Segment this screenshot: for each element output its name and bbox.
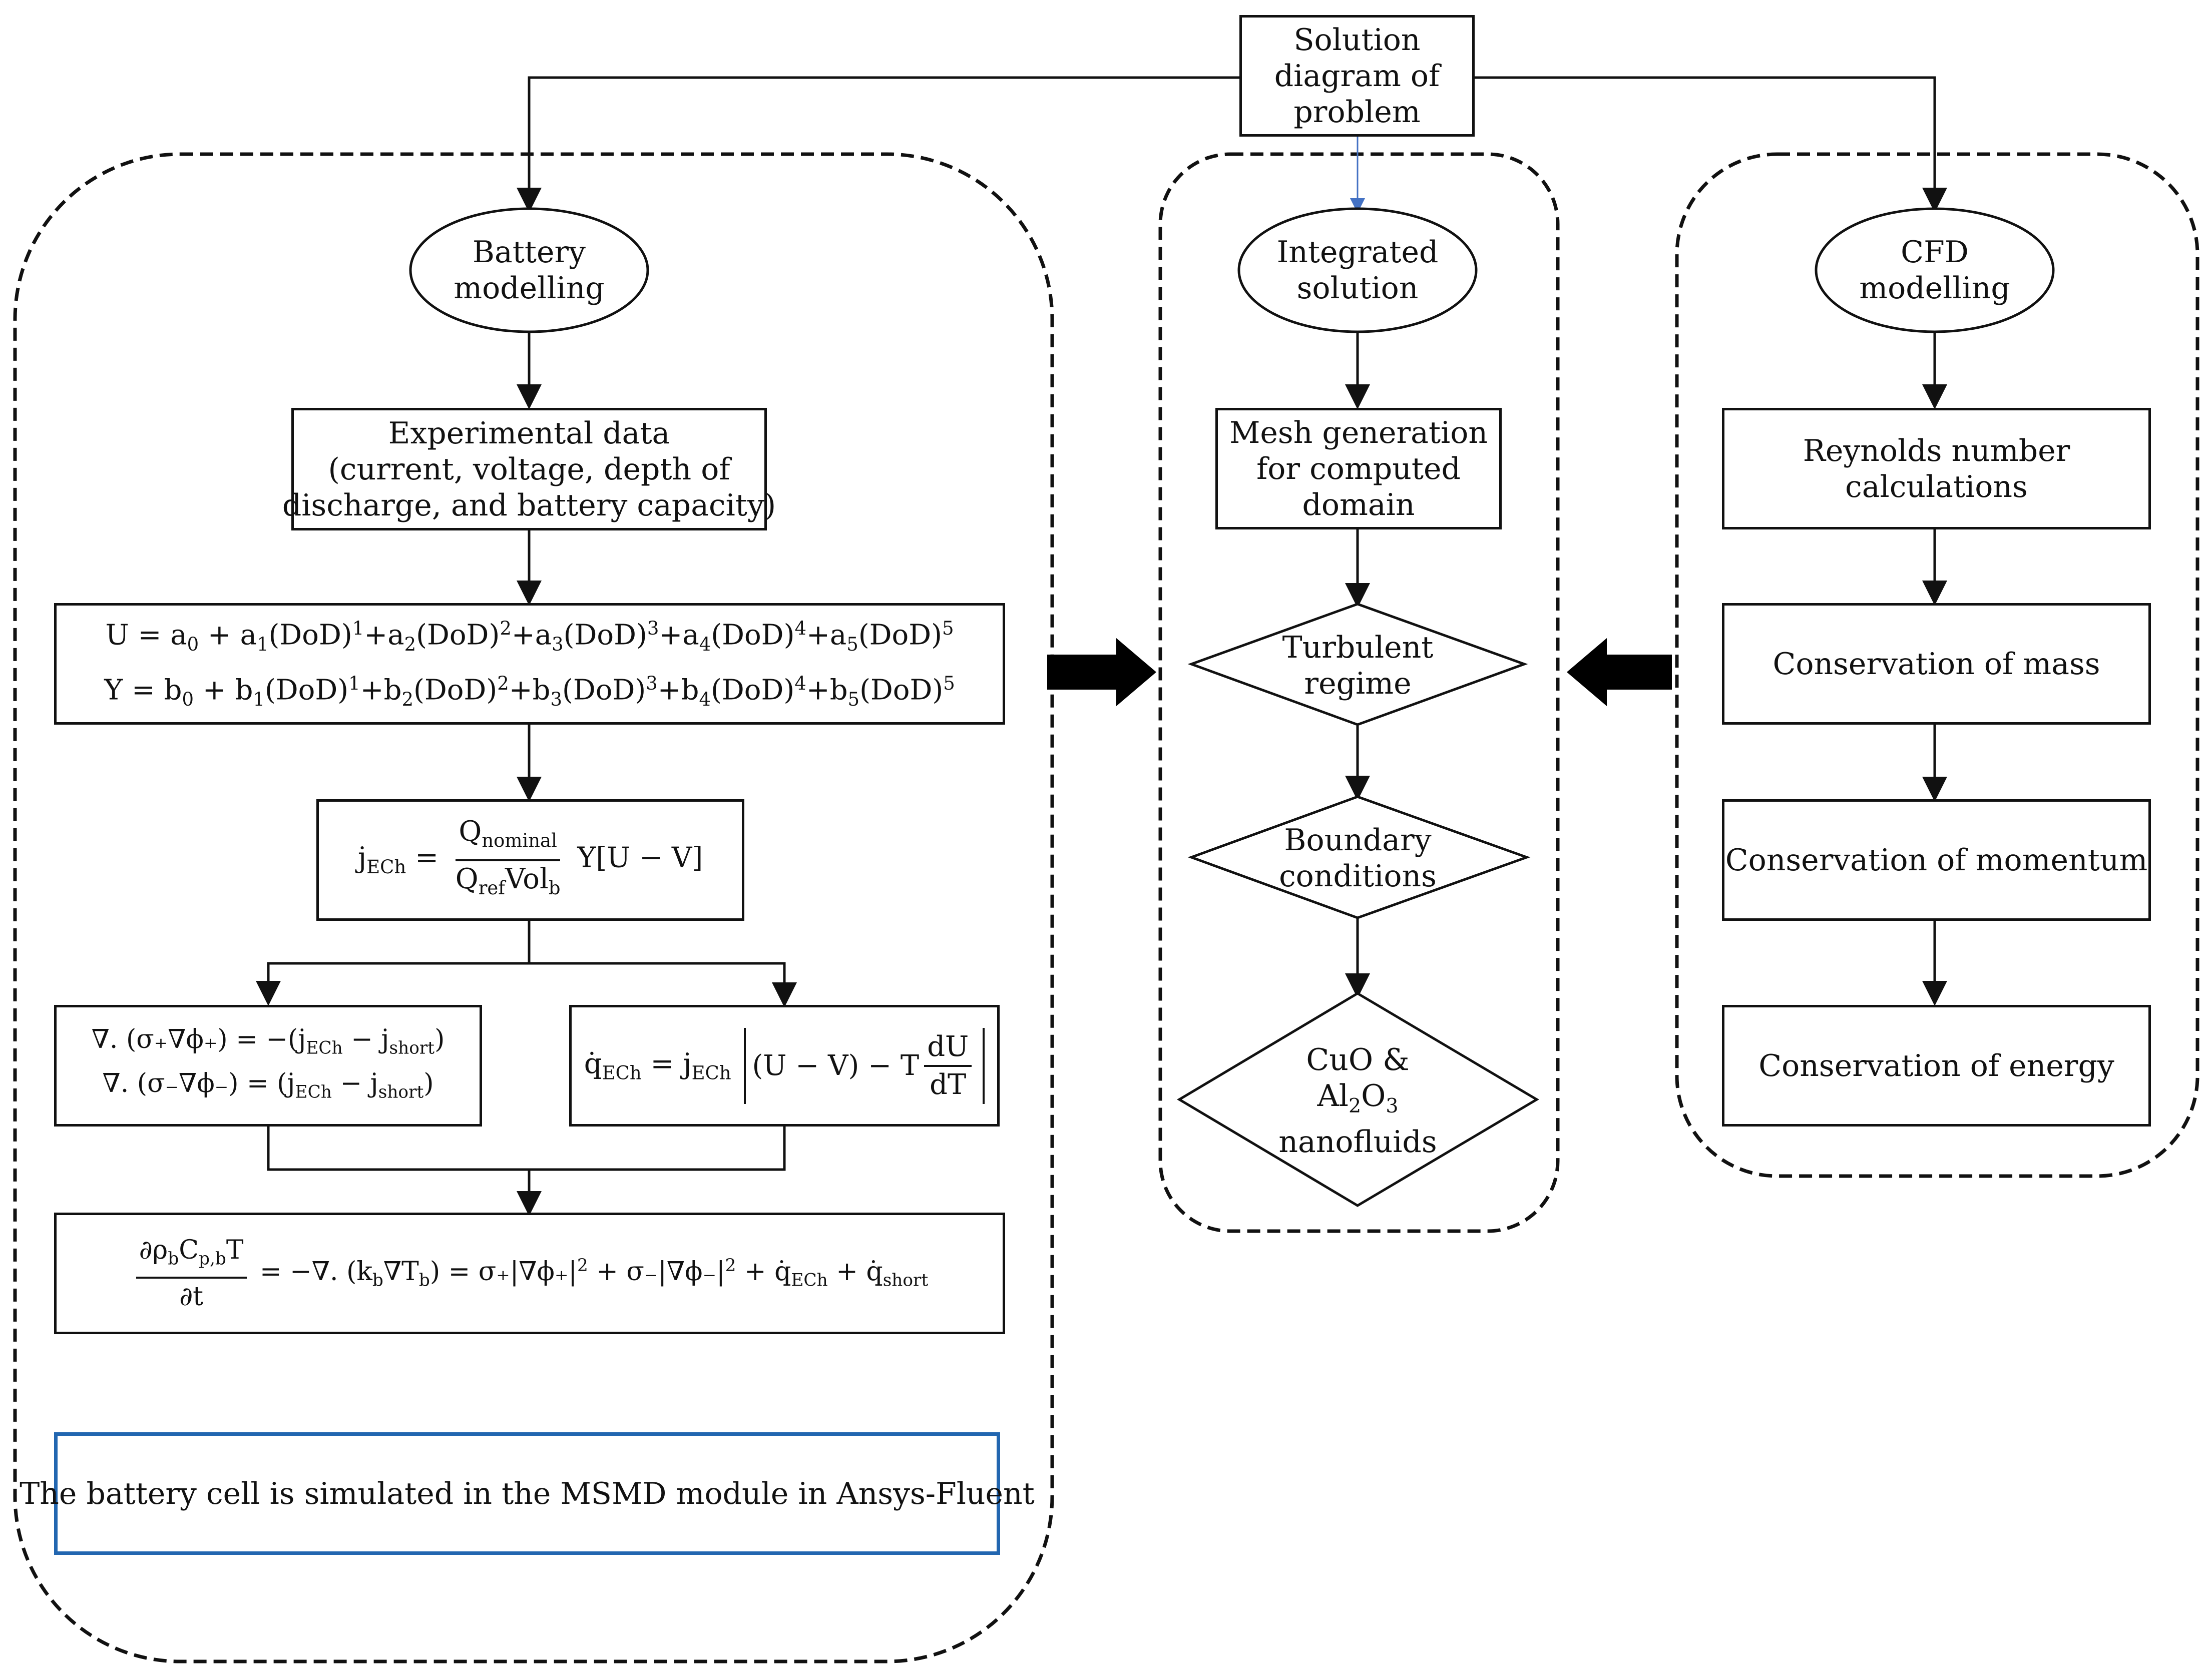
integrated-solution-label: Integrated solution [1244,215,1471,325]
nano-line2: Al2O3 [1317,1078,1399,1117]
battery-modelling-line1: Battery [472,235,586,270]
turbulent-regime-label: Turbulent regime [1251,621,1464,711]
solution-diagram-line2: diagram of [1274,58,1440,94]
nanofluids-label: CuO & Al2O3 nanofluids [1251,1036,1464,1166]
potential-equations-box: ∇. (σ₊∇ϕ₊) = −(jECh − jshort) ∇. (σ₋∇ϕ₋)… [54,1005,482,1127]
boundary-line2: conditions [1279,859,1437,894]
boundary-conditions-diamond [1187,795,1531,919]
u-polynomial: U = a0 + a1(DoD)1+a2(DoD)2+a3(DoD)3+a4(D… [105,617,954,655]
energy-fraction: ∂ρbCp,bT ∂t [136,1234,247,1313]
battery-modelling-label: Battery modelling [415,215,643,325]
cfd-modelling-line2: modelling [1859,271,2010,306]
mesh-line1: Mesh generation [1229,415,1488,450]
jech-fraction: Qnominal QrefVolb [455,815,561,899]
integrated-solution-line1: Integrated [1276,235,1439,270]
conservation-energy-box: Conservation of energy [1722,1005,2151,1127]
turbulent-line1: Turbulent [1282,630,1434,665]
reynolds-number-box: Reynolds number calculations [1722,408,2151,529]
block-arrow-left-to-middle [1047,638,1156,706]
boundary-line1: Boundary [1284,823,1432,858]
merge-connector [267,1126,786,1211]
experimental-line1: Experimental data [388,415,670,451]
battery-group-container [13,152,1054,1663]
block-arrow-right-to-middle [1567,638,1672,706]
experimental-line3: discharge, and battery capacity) [282,487,776,523]
conservation-mass-text: Conservation of mass [1773,646,2100,682]
jech-equation: jECh = Qnominal QrefVolb Y[U − V] [358,816,703,904]
conservation-momentum-box: Conservation of momentum [1722,799,2151,921]
msmd-note-box: The battery cell is simulated in the MSM… [20,1432,1035,1555]
arrow-top-to-battery [517,76,1239,213]
mesh-line2: for computed [1256,451,1461,486]
integrated-solution-ellipse [1237,207,1478,333]
cfd-modelling-line1: CFD [1901,235,1969,270]
solution-diagram-box: Solution diagram of problem [1239,15,1475,137]
y-polynomial: Y = b0 + b1(DoD)1+b2(DoD)2+b3(DoD)3+b4(D… [104,672,955,710]
experimental-data-box: Experimental data (current, voltage, dep… [282,408,776,530]
mesh-line3: domain [1302,487,1415,522]
reynolds-line1: Reynolds number [1803,433,2070,468]
nanofluids-diamond [1177,992,1539,1207]
turbulent-regime-diamond [1187,603,1528,726]
integrated-group-container [1158,152,1560,1233]
polynomial-equations-box: U = a0 + a1(DoD)1+a2(DoD)2+a3(DoD)3+a4(D… [54,603,1005,725]
integrated-solution-line2: solution [1296,271,1419,306]
cfd-modelling-ellipse [1815,207,2055,333]
battery-modelling-ellipse [409,207,649,333]
cfd-modelling-label: CFD modelling [1821,215,2048,325]
split-connector [267,920,784,1002]
conservation-energy-text: Conservation of energy [1758,1048,2114,1083]
boundary-conditions-label: Boundary conditions [1251,813,1464,903]
msmd-note-text: The battery cell is simulated in the MSM… [20,1476,1035,1511]
energy-equation: ∂ρbCp,bT ∂t = −∇. (kb∇Tb) = σ₊|∇ϕ₊|2 + σ… [131,1234,928,1313]
nano-line1: CuO & [1306,1042,1410,1077]
conservation-momentum-text: Conservation of momentum [1725,842,2148,878]
solution-diagram-line1: Solution [1293,22,1421,58]
conservation-mass-box: Conservation of mass [1722,603,2151,725]
cfd-group-container [1675,152,2199,1178]
turbulent-line2: regime [1304,666,1412,701]
mesh-generation-box: Mesh generation for computed domain [1215,408,1502,529]
solution-diagram-line3: problem [1293,94,1421,130]
nano-line3: nanofluids [1278,1125,1437,1160]
potential-positive-equation: ∇. (σ₊∇ϕ₊) = −(jECh − jshort) [91,1024,445,1058]
reynolds-line2: calculations [1845,469,2028,504]
potential-negative-equation: ∇. (σ₋∇ϕ₋) = (jECh − jshort) [102,1068,434,1102]
jech-equation-box: jECh = Qnominal QrefVolb Y[U − V] [316,799,744,921]
battery-modelling-line2: modelling [454,271,605,306]
experimental-line2: (current, voltage, depth of [328,451,730,487]
arrow-top-to-cfd [1475,76,1947,213]
energy-equation-box: ∂ρbCp,bT ∂t = −∇. (kb∇Tb) = σ₊|∇ϕ₊|2 + σ… [54,1213,1005,1334]
